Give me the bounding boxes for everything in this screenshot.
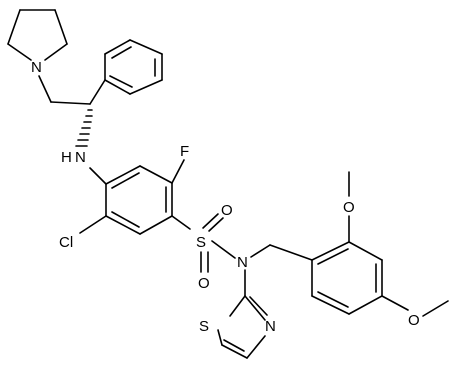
- bond: [269, 244, 313, 261]
- bond: [202, 213, 219, 229]
- thiazole-ring: [217, 295, 268, 359]
- bond: [381, 295, 409, 311]
- bond: [44, 43, 68, 61]
- bond: [250, 244, 271, 258]
- central-benzene-ring: [89, 165, 173, 235]
- atom-o-methoxy-top: O: [343, 199, 355, 216]
- bond: [211, 240, 236, 259]
- hashed-wedge-bond: [75, 109, 93, 147]
- atom-h: H: [61, 149, 72, 166]
- bond: [208, 217, 224, 232]
- atom-o-bottom: O: [198, 275, 210, 292]
- pyrrolidine-ring: [7, 9, 68, 61]
- atom-o-top: O: [221, 202, 233, 219]
- atom-n-thiazole: N: [265, 318, 276, 335]
- bond: [38, 75, 52, 103]
- atom-cl: Cl: [59, 234, 73, 251]
- phenyl-ring: [89, 39, 163, 105]
- atom-s: S: [196, 234, 206, 251]
- atom-o-methoxy-bottom: O: [408, 312, 420, 329]
- bond: [171, 159, 185, 184]
- atom-n-amine: N: [75, 149, 86, 166]
- atom-s-thiazole: S: [199, 318, 209, 335]
- bond: [7, 9, 21, 45]
- atom-n-sulfonamide: N: [237, 254, 248, 271]
- atom-f: F: [180, 143, 189, 160]
- bond: [7, 43, 32, 61]
- bond: [171, 215, 191, 230]
- bond: [422, 300, 449, 317]
- bond: [50, 101, 91, 105]
- bond: [54, 9, 68, 45]
- bond: [79, 215, 107, 234]
- dimethoxyphenyl-ring: [311, 241, 383, 315]
- atom-n-pyrrolidine: N: [31, 59, 42, 76]
